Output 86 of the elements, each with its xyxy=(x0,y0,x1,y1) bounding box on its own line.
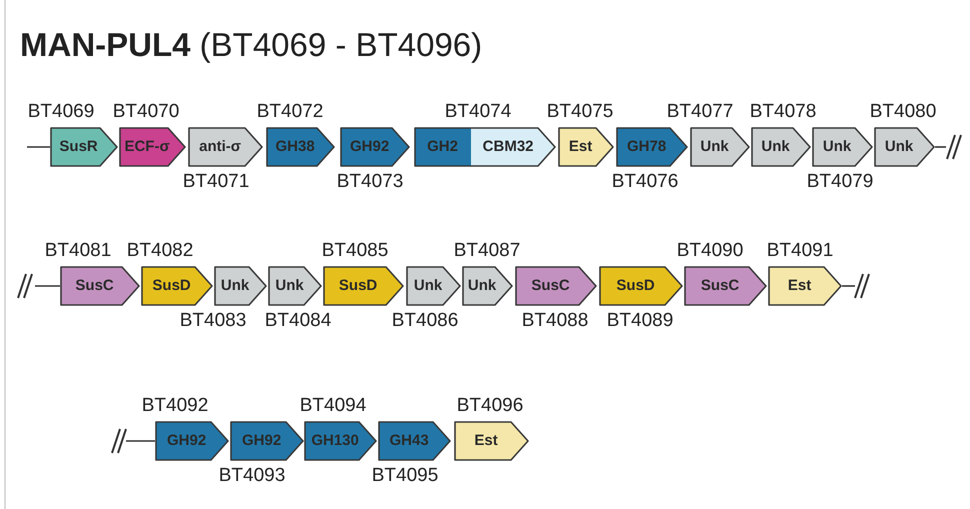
gene-block xyxy=(616,127,688,167)
gene-block xyxy=(214,266,267,306)
gene-block xyxy=(141,266,213,306)
gene-label: GH38 xyxy=(274,137,316,157)
gene-block xyxy=(414,127,556,167)
gene-label: GH92 xyxy=(349,137,390,157)
gene-label: GH92 xyxy=(241,431,282,451)
gene-id-label: BT4094 xyxy=(300,395,366,417)
gene-id-label: BT4078 xyxy=(750,101,816,123)
gene-label: SusC xyxy=(530,276,571,296)
gene-block xyxy=(119,127,186,167)
gene-label: SusD xyxy=(338,276,378,296)
gene-id-label: BT4081 xyxy=(44,240,112,262)
gene-label: Unk xyxy=(822,137,852,157)
title: MAN-PUL4 (BT4069 - BT4096) xyxy=(20,26,482,64)
gene-id-label: BT4096 xyxy=(456,395,524,417)
gene-id-label: BT4087 xyxy=(454,240,520,262)
gene-id-label: BT4086 xyxy=(392,310,458,332)
gene-label: anti-σ xyxy=(198,137,242,157)
gene-block xyxy=(812,127,873,167)
gene-label: Est xyxy=(568,137,594,157)
gene-block xyxy=(462,266,513,306)
gene-block xyxy=(768,266,842,306)
gene-id-label: BT4092 xyxy=(142,395,208,417)
gene-label: SusC xyxy=(700,276,740,296)
gene-block xyxy=(751,127,811,167)
gene-id-label: BT4088 xyxy=(522,310,588,332)
gene-block xyxy=(188,127,263,167)
gene-id-label: BT4085 xyxy=(322,240,388,262)
gene-block xyxy=(515,266,597,306)
gene-block xyxy=(230,421,304,461)
gene-id-label: BT4071 xyxy=(182,171,250,193)
gene-label: Est xyxy=(473,431,499,451)
gene-id-label: BT4091 xyxy=(766,240,834,262)
gene-label: SusD xyxy=(615,276,656,296)
gene-label: CBM32 xyxy=(482,137,535,157)
gene-block xyxy=(378,421,451,461)
gene-label: Est xyxy=(786,276,812,296)
gene-id-label: BT4089 xyxy=(606,310,674,332)
gene-label: Unk xyxy=(220,276,250,296)
gene-id-label: BT4073 xyxy=(336,171,404,193)
gene-label: GH43 xyxy=(388,431,430,451)
gene-label: Unk xyxy=(884,137,914,157)
gene-block xyxy=(60,266,140,306)
gene-label: SusD xyxy=(151,276,192,296)
gene-label: Unk xyxy=(699,137,730,157)
gene-label: GH78 xyxy=(626,137,668,157)
gene-label: Unk xyxy=(412,276,444,296)
gene-block xyxy=(340,127,410,167)
gene-label: Unk xyxy=(274,276,305,296)
gene-block xyxy=(599,266,683,306)
gene-block xyxy=(323,266,404,306)
gene-id-label: BT4084 xyxy=(264,310,332,332)
gene-id-label: BT4083 xyxy=(180,310,246,332)
gene-block xyxy=(558,127,614,167)
gene-id-label: BT4080 xyxy=(870,101,936,123)
gene-id-label: BT4093 xyxy=(218,465,286,487)
gene-id-label: BT4090 xyxy=(676,240,744,262)
gene-label: SusR xyxy=(58,137,99,157)
gene-block xyxy=(690,127,750,167)
gene-id-label: BT4079 xyxy=(806,171,874,193)
gene-block xyxy=(684,266,767,306)
gene-id-label: BT4077 xyxy=(666,101,734,123)
gene-label: ECF-σ xyxy=(123,137,171,157)
gene-id-label: BT4070 xyxy=(112,101,180,123)
gene-id-label: BT4076 xyxy=(612,171,678,193)
gene-id-label: BT4069 xyxy=(28,101,94,123)
gene-block xyxy=(406,266,461,306)
gene-block xyxy=(304,421,377,461)
gene-label: GH92 xyxy=(166,431,208,451)
gene-block xyxy=(268,266,322,306)
gene-block xyxy=(50,127,118,167)
gene-label: SusC xyxy=(74,276,115,296)
gene-block xyxy=(874,127,935,167)
gene-block xyxy=(155,421,229,461)
gene-label: Unk xyxy=(760,137,791,157)
gene-id-label: BT4075 xyxy=(546,101,614,123)
gene-id-label: BT4072 xyxy=(256,101,324,123)
gene-label: Unk xyxy=(466,276,498,296)
gene-block xyxy=(454,421,529,461)
gene-id-label: BT4082 xyxy=(126,240,194,262)
gene-block xyxy=(266,127,335,167)
gene-id-label: BT4095 xyxy=(372,465,438,487)
gene-id-label: BT4074 xyxy=(444,101,512,123)
gene-label: GH130 xyxy=(310,431,360,451)
gene-label: GH2 xyxy=(426,137,459,157)
